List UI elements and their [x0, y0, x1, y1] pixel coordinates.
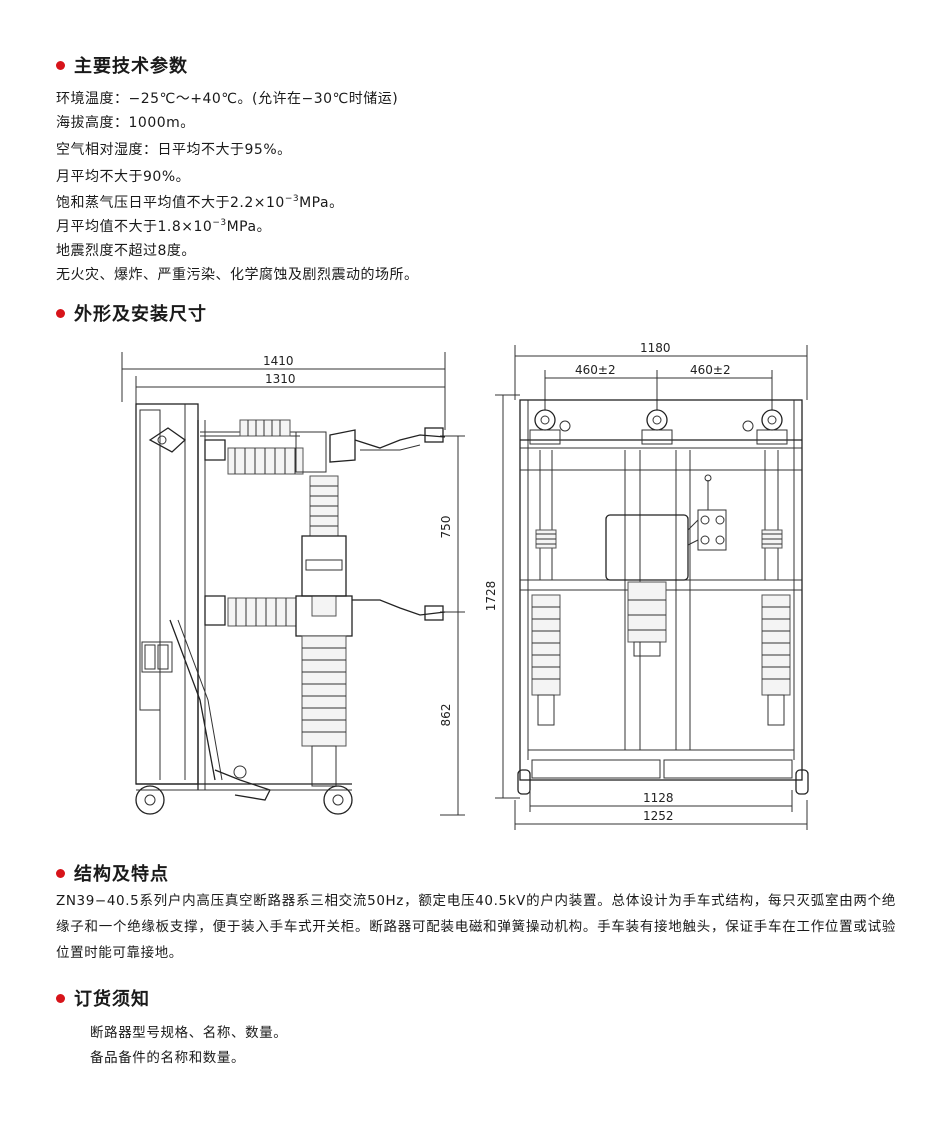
dim-label-1180: 1180: [640, 341, 671, 355]
param-line: 饱和蒸气压日平均值不大于2.2×10−3MPa。: [56, 191, 419, 215]
dim-label-1410: 1410: [263, 354, 294, 368]
lower-horizontal-insulator: [227, 597, 297, 627]
support-insulator: [301, 635, 347, 787]
dim-label-1128: 1128: [643, 791, 674, 805]
front-view-drawing: 1180 460±2 460±2 1728: [484, 341, 809, 830]
order-note: 备品备件的名称和数量。: [90, 1050, 246, 1066]
bullet-icon: [56, 308, 65, 318]
param-line: 环境温度：−25℃～+40℃。(允许在−30℃时储运): [56, 91, 399, 107]
param-line: 海拔高度：1000m。: [56, 115, 195, 131]
side-view-drawing: 1410 1310 750 862: [121, 352, 465, 816]
vertical-insulator: [301, 475, 347, 617]
front-wheel: [517, 769, 531, 795]
param-exponent: −3: [284, 194, 300, 204]
front-insulator-right: [761, 594, 791, 726]
tech-params-list: 环境温度：−25℃～+40℃。(允许在−30℃时储运) 海拔高度：1000m。 …: [56, 87, 419, 287]
section-title-tech-params: 主要技术参数: [56, 52, 188, 78]
dim-label-460-right: 460±2: [690, 363, 731, 377]
order-notes-list: 断路器型号规格、名称、数量。 备品备件的名称和数量。: [90, 1021, 287, 1071]
param-line: 地震烈度不超过8度。: [56, 243, 196, 259]
mechanism-box: [605, 474, 727, 581]
dim-label-460-left: 460±2: [575, 363, 616, 377]
section-title-dimensions: 外形及安装尺寸: [56, 300, 207, 326]
section-title-text: 主要技术参数: [74, 56, 188, 77]
front-wheel: [795, 769, 809, 795]
dim-label-1310: 1310: [265, 372, 296, 386]
param-line: 月平均值不大于1.8×10−3MPa。: [56, 215, 419, 239]
upper-horizontal-insulator: [227, 447, 304, 475]
param-exponent: −3: [212, 218, 227, 228]
bullet-icon: [56, 993, 65, 1003]
section-title-order: 订货须知: [56, 985, 150, 1011]
terminal-head: [756, 409, 788, 445]
section-title-text: 外形及安装尺寸: [74, 304, 207, 325]
dim-label-1728: 1728: [484, 581, 498, 612]
dim-label-750: 750: [439, 516, 453, 539]
section-title-text: 结构及特点: [74, 864, 169, 885]
dim-label-1252: 1252: [643, 809, 674, 823]
trolley-wheel: [323, 785, 353, 815]
bullet-icon: [56, 868, 65, 878]
param-text: 饱和蒸气压日平均值不大于2.2×10: [56, 195, 285, 211]
trolley-wheel: [135, 785, 165, 815]
param-text: 月平均值不大于1.8×10: [56, 219, 213, 235]
param-line: 空气相对湿度：日平均不大于95%。: [56, 142, 292, 158]
bullet-icon: [56, 60, 65, 70]
order-note: 断路器型号规格、名称、数量。: [90, 1025, 288, 1041]
param-line: 月平均不大于90%。: [56, 169, 191, 185]
front-insulator-left: [531, 594, 561, 726]
dimension-drawing: 1410 1310 750 862: [121, 341, 809, 830]
section-title-structure: 结构及特点: [56, 860, 169, 886]
structure-paragraph: ZN39−40.5系列户内高压真空断路器系三相交流50Hz，额定电压40.5kV…: [56, 893, 896, 961]
section-title-text: 订货须知: [74, 989, 150, 1010]
param-line: 无火灾、爆炸、严重污染、化学腐蚀及剧烈震动的场所。: [56, 267, 419, 283]
param-text: MPa。: [226, 219, 272, 235]
param-text: MPa。: [299, 195, 344, 211]
dim-label-862: 862: [439, 704, 453, 727]
terminal-head: [529, 409, 561, 445]
terminal-head: [641, 409, 673, 445]
